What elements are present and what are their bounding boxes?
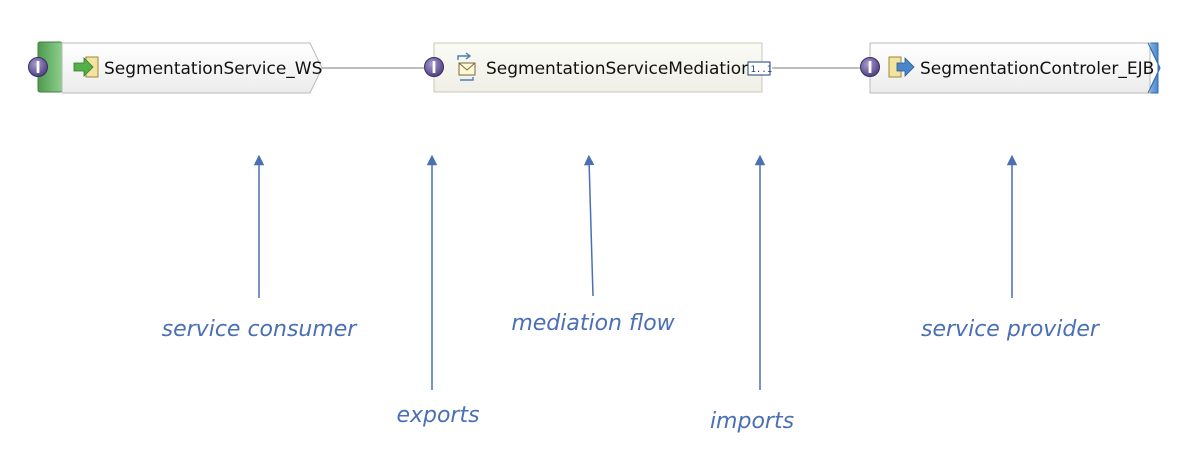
mediation-interface-icon[interactable] — [424, 57, 444, 77]
label-service-consumer: service consumer — [162, 317, 359, 342]
arrow-mediation-flow — [583, 154, 595, 297]
import-label: SegmentationControler_EJB — [920, 59, 1154, 79]
label-imports: imports — [710, 409, 794, 434]
export-label: SegmentationService_WS — [104, 59, 322, 79]
export-component[interactable]: SegmentationService_WS — [37, 41, 323, 94]
import-interface-icon[interactable] — [860, 57, 880, 77]
mediation-box[interactable] — [433, 42, 763, 93]
export-arrow-icon — [73, 56, 99, 78]
label-exports: exports — [396, 403, 479, 428]
mediation-flow-icon — [457, 52, 476, 81]
mediation-label: SegmentationServiceMediation — [486, 59, 752, 79]
export-box[interactable] — [61, 42, 323, 94]
import-arrow-icon — [888, 56, 915, 78]
label-service-provider: service provider — [921, 317, 1101, 342]
multiplicity-badge-text: 1..1 — [751, 65, 773, 75]
import-component[interactable]: SegmentationControler_EJB — [869, 42, 1161, 94]
export-interface-icon[interactable] — [28, 57, 48, 77]
multiplicity-badge: 1..1 — [747, 61, 773, 76]
mediation-component[interactable]: SegmentationServiceMediation 1..1 — [433, 42, 773, 93]
label-mediation-flow: mediation flow — [511, 311, 675, 336]
